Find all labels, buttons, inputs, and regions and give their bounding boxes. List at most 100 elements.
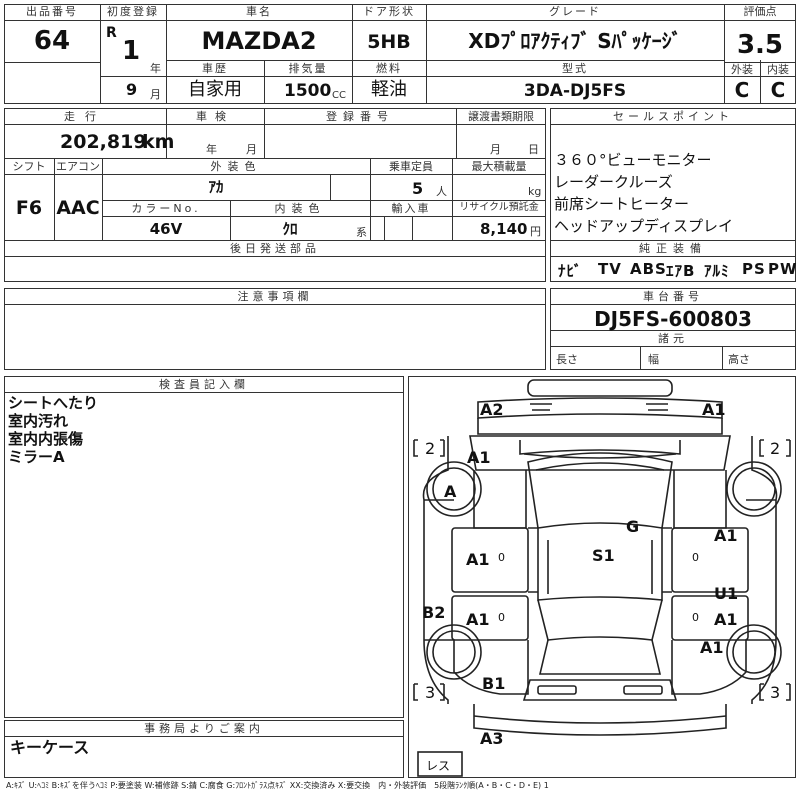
divider [456, 108, 457, 158]
damage-mark: 0 [692, 611, 699, 624]
later-parts-label: 後日発送部品 [230, 242, 320, 255]
color-number-label: カラーNo. [131, 202, 201, 215]
sales-point-label: セールスポイント [613, 110, 733, 123]
import-label: 輸入車 [391, 202, 431, 215]
divider [352, 4, 353, 104]
divider [760, 60, 761, 104]
displacement-label: 排気量 [288, 62, 328, 75]
sales-point-block [550, 108, 796, 282]
divider [550, 346, 796, 347]
divider [412, 216, 413, 240]
displacement: 1500 [284, 81, 332, 101]
damage-mark: A1 [700, 638, 724, 657]
damage-mark: A3 [480, 729, 504, 748]
specs-label: 諸元 [658, 332, 688, 345]
inspector-note: シートへたり [8, 394, 99, 412]
equipment-item: PW [768, 260, 798, 278]
divider [4, 174, 546, 175]
history: 自家用 [188, 79, 242, 100]
genuine-equipment-label: 純正装備 [639, 242, 707, 255]
divider [100, 4, 101, 104]
model-label: 型式 [562, 62, 588, 75]
sales-point-item: 前席シートヒーター [554, 195, 690, 213]
divider [54, 158, 55, 240]
equipment-item: ｴｱB [666, 262, 696, 280]
overall-score: 3.5 [736, 30, 784, 60]
divider [724, 62, 796, 63]
inspection-label: 車検 [196, 110, 234, 123]
shift-label: シフト [12, 160, 46, 173]
divider [4, 256, 546, 257]
deadline-day-unit: 日 [528, 143, 539, 156]
mileage: 202,819 [60, 131, 147, 153]
damage-mark: A [444, 482, 457, 501]
divider [550, 330, 796, 331]
lot-number-label: 出品番号 [26, 5, 78, 18]
divider [330, 174, 331, 200]
divider [4, 392, 404, 393]
registration-number-label: 登録番号 [326, 110, 394, 123]
person-unit: 人 [436, 185, 447, 198]
divider [230, 200, 231, 240]
tire-grade: 2 [770, 439, 781, 458]
divider [724, 4, 725, 104]
sales-point-item: レーダークルーズ [554, 173, 673, 191]
divider [550, 240, 796, 241]
divider [550, 124, 796, 125]
equipment-item: TV [598, 260, 622, 278]
divider [102, 216, 546, 217]
yen-unit: 円 [530, 225, 541, 238]
divider [4, 124, 546, 125]
chassis-number-label: 車台番号 [643, 290, 703, 303]
divider [102, 200, 546, 201]
door-type-label: ドア形状 [363, 5, 415, 18]
divider [4, 736, 404, 737]
equipment-item: ABS [630, 260, 667, 278]
fuel: 軽油 [371, 79, 407, 100]
length-label: 長さ [556, 353, 578, 366]
sales-point-item: ３６０°ビューモニター [554, 151, 712, 169]
divider [4, 62, 100, 63]
capacity-label: 乗車定員 [389, 160, 433, 173]
equipment-item: PS [742, 260, 766, 278]
air-conditioner-label: エアコン [56, 160, 100, 173]
damage-mark: 0 [498, 611, 505, 624]
air-conditioner: AAC [56, 197, 100, 219]
divider [550, 256, 796, 257]
divider [4, 20, 100, 21]
chassis-block [550, 288, 796, 370]
inspector-note: 室内汚れ [8, 412, 69, 430]
spare-tire-label: レス [426, 759, 451, 773]
divider [166, 108, 167, 158]
divider [640, 346, 641, 370]
chassis-number: DJ5FS-600803 [594, 307, 752, 331]
divider [264, 108, 265, 158]
shift: F6 [15, 197, 43, 219]
damage-mark: 0 [692, 551, 699, 564]
damage-mark: 0 [498, 551, 505, 564]
damage-mark: B2 [422, 603, 446, 622]
damage-mark: S1 [592, 546, 615, 565]
interior-color-label: 内装色 [274, 202, 326, 215]
divider [426, 4, 427, 104]
equipment-item: ﾅﾋﾞ [558, 262, 583, 280]
divider [264, 60, 265, 104]
score-label: 評価点 [743, 5, 777, 18]
divider [370, 158, 371, 240]
document-deadline-label: 譲渡書類期限 [468, 110, 534, 123]
car-name-label: 車名 [246, 5, 272, 18]
divider [550, 304, 796, 305]
era-letter: R [106, 25, 117, 41]
divider [100, 76, 724, 77]
mileage-label: 走行 [64, 110, 106, 123]
lot-number: 64 [33, 26, 71, 56]
office-label: 事務局よりご案内 [144, 722, 264, 735]
divider [166, 4, 167, 104]
interior-color: ｸﾛ [282, 220, 298, 238]
inspection-month-unit: 月 [246, 143, 257, 156]
inspector-note: ミラーA [8, 448, 65, 466]
exterior-score-label: 外装 [731, 63, 753, 76]
car-name: MAZDA2 [201, 27, 317, 55]
inspector-note: 室内内張傷 [8, 430, 84, 448]
divider [4, 158, 546, 159]
